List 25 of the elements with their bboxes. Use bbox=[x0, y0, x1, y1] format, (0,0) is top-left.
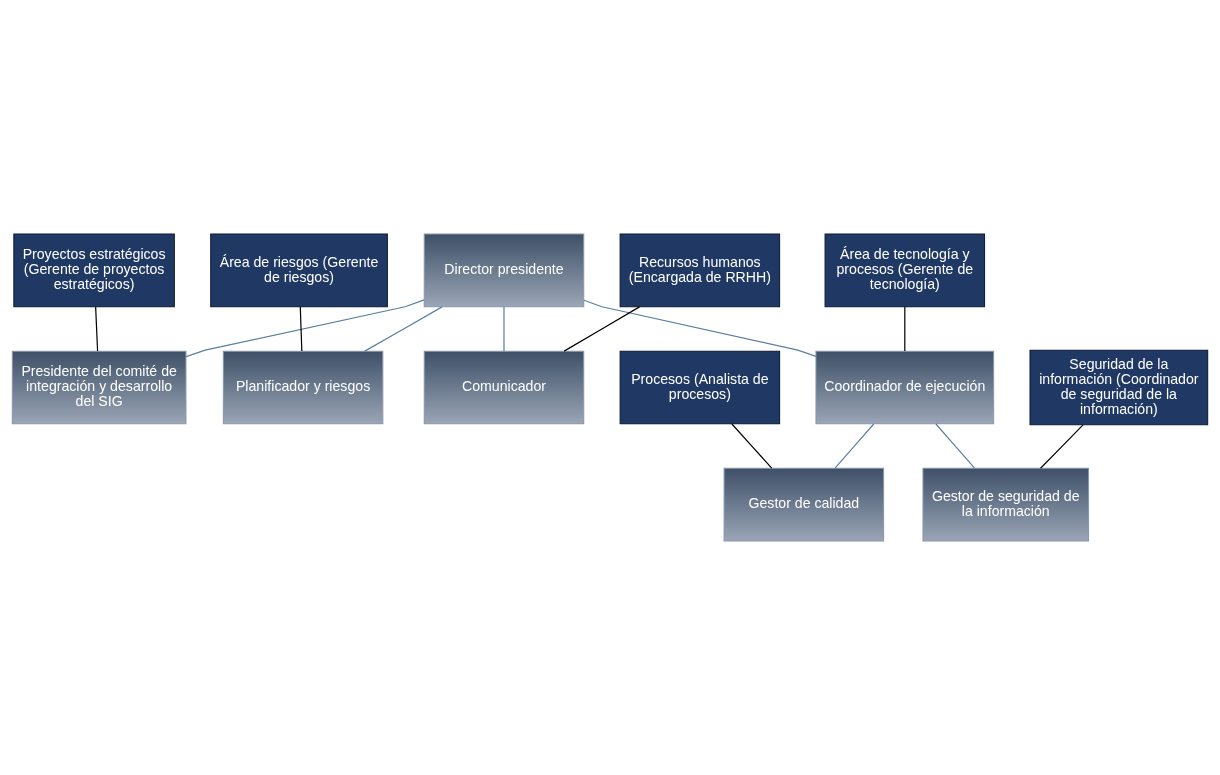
node-box: Recursos humanos (Encargada de RRHH) bbox=[619, 233, 781, 308]
connector bbox=[834, 423, 875, 469]
node-box: Gestor de seguridad de la información bbox=[922, 467, 1090, 542]
connector bbox=[185, 299, 425, 358]
node-box: Director presidente bbox=[423, 233, 585, 308]
node-box: Procesos (Analista de procesos) bbox=[619, 350, 781, 425]
connector bbox=[583, 299, 817, 357]
node-box: Proyectos estratégicos (Gerente de proyectos estratégicos) bbox=[13, 233, 175, 308]
node-box: Gestor de calidad bbox=[723, 467, 885, 542]
node-box: Planificador y riesgos bbox=[222, 350, 384, 425]
node-box: Área de tecnología y procesos (Gerente de tecnología) bbox=[824, 233, 986, 308]
connector bbox=[364, 306, 443, 352]
node-box: Seguridad de la información (Coordinador de seguridad de la información) bbox=[1029, 349, 1209, 426]
connector bbox=[731, 423, 773, 469]
connector bbox=[904, 306, 906, 352]
node-box: Comunicador bbox=[423, 350, 585, 425]
connector bbox=[563, 306, 641, 352]
connector bbox=[935, 423, 976, 469]
node-box: Presidente del comité de integración y desarrollo del SIG bbox=[11, 350, 187, 425]
connector bbox=[503, 306, 505, 352]
connector bbox=[95, 306, 99, 352]
node-box: Área de riesgos (Gerente de riesgos) bbox=[210, 233, 388, 308]
connector bbox=[299, 306, 303, 352]
connector bbox=[1039, 424, 1084, 469]
node-box: Coordinador de ejecución bbox=[815, 350, 995, 425]
